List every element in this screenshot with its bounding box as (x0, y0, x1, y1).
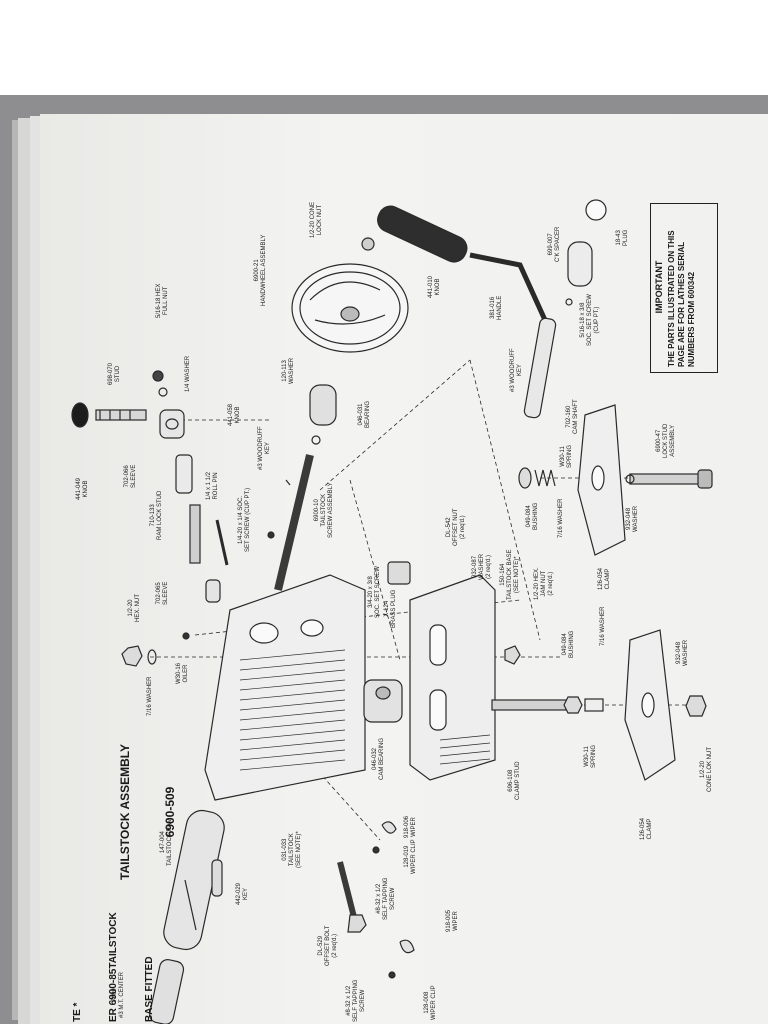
part-label-washer-4: 932-048 WASHER (676, 639, 689, 666)
footnote: TE * ER 6900-85TAILSTOCK BASE FITTED (48, 912, 168, 1022)
part-label-offset-nut: DL-542 OFFSET NUT (2 req'd.) (446, 508, 466, 546)
tailstock-ram-drawing (163, 809, 225, 951)
page-edge (12, 120, 20, 1020)
part-label-plug: 18-43 PLUG (616, 229, 629, 246)
tailstock-body-drawing (204, 574, 403, 801)
part-label-ram-lock-stud: 710-133 RAM LOCK STUD (150, 490, 163, 540)
part-label-lock-stud: 6900-47 LOCK STUD ASSEMBLY (656, 423, 676, 458)
part-label-washer-1: 120-113 WASHER (282, 357, 295, 384)
part-label-set-screw: 1/4-20 x 1/4 SOC. SET SCREW (CUP PT.) (238, 487, 251, 552)
part-label-spacer: 699-007 C'K SPACER (548, 226, 561, 262)
part-label-soc-set-screw-2: 5/16-18 x 3/8 SOC. SET SCREW (CUP PT.) (580, 294, 600, 346)
important-notice: IMPORTANT THE PARTS ILLUSTRATED ON THIS … (650, 203, 718, 373)
axis-line (319, 359, 471, 491)
handle-drawing (361, 205, 557, 419)
tailstock-base-drawing (387, 561, 521, 781)
part-label-wiper-clip-1: 128-019 WIPER CLIP (404, 839, 417, 874)
part-label-handwheel: 6900-21 HANDWHEEL ASSEMBLY (254, 234, 267, 306)
footnote-line1: TE * (72, 1002, 83, 1022)
wiper-drawing (372, 821, 415, 979)
part-label-cam-bearing: 046-032 CAM BEARING (372, 737, 385, 780)
part-label-self-tapping-1: #8-32 x 1/2 SELF TAPPING SCREW (376, 877, 396, 920)
axis-line (349, 479, 401, 661)
upper-clamp-drawing (518, 404, 713, 556)
part-label-knob: 441-049 KNOB (76, 477, 89, 500)
part-label-tailstock-screw: 6900-10 TAILSTOCK SCREW ASSEMBLY (314, 482, 334, 538)
part-label-hex-nut-1: 1/2-20 HEX. NUT (128, 593, 141, 622)
part-label-sleeve-1: 702-066 SLEEVE (124, 464, 137, 488)
part-label-bearing: 046-031 BEARING (358, 400, 371, 428)
part-label-wiper-1: 918-006 WIPER (404, 815, 417, 838)
part-label-wiper-2: 918-005 WIPER (446, 909, 459, 932)
offset-bolt-drawing (337, 861, 367, 933)
part-label-tailstock-ram: 147-004 TAILSTOCK RAM (160, 818, 173, 866)
hex-nut-drawing (121, 632, 190, 667)
part-label-hex-full-nut: 5/16-18 HEX FULL NUT (156, 283, 169, 318)
part-label-washer-7-16-3: 7/16 WASHER (600, 606, 606, 646)
notice-heading: IMPORTANT (654, 260, 664, 314)
part-label-roll-pin: 1/4 x 1 1/2 ROLL PIN (206, 471, 219, 500)
part-label-wiper-clip-2: 128-008 WIPER CLIP (424, 985, 437, 1020)
part-label-washer-7-16-2: 7/16 WASHER (558, 498, 564, 538)
part-label-brass-plug: X-124 BRASS PLUG (384, 589, 397, 628)
footnote-line3: BASE FITTED (144, 956, 155, 1022)
part-label-washer-7-16-1: 7/16 WASHER (147, 676, 153, 716)
part-label-knob-2: 441-058 KNOB (228, 403, 241, 426)
clamp-stud-drawing (491, 629, 707, 781)
part-label-cam-shaft: 702-160 CAM SHAFT (566, 399, 579, 434)
spacer-drawing (565, 199, 607, 306)
part-label-cone-lok-nut: 1/2-20 CONE LOK NUT (700, 746, 713, 792)
part-label-bushing-1: 049-084 BUSHING (526, 502, 539, 530)
knob-drawing (71, 402, 147, 428)
notice-text: THE PARTS ILLUSTRATED ON THIS PAGE ARE F… (667, 230, 696, 367)
part-label-clamp-2: 126-054 CLAMP (640, 817, 653, 840)
part-label-tailstock: 031-033 TAILSTOCK (SEE NOTE)* (282, 831, 302, 868)
part-label-spring-1: W30-11 SPRING (560, 444, 573, 468)
page-title: TAILSTOCK ASSEMBLY 6900-509 (88, 744, 193, 880)
handwheel-drawing (291, 263, 409, 353)
part-label-hex-jam-nut: 1/2-20 HEX. JAM NUT (2 req'd.) (534, 567, 554, 600)
part-label-washer-3: 932-087 WASHER (2 req'd.) (472, 553, 492, 580)
part-label-woodruff-key-1: #3 WOODRUFF KEY (258, 426, 271, 470)
part-label-clamp-1: 126-054 CLAMP (598, 567, 611, 590)
part-label-stud: 698-070 STUD (108, 362, 121, 385)
part-label-soc-set-screw-3: 3/4-20 x 3/8 SOC. SET SCREW (368, 566, 381, 618)
part-label-washer-quarter: 1/4 WASHER (185, 355, 191, 392)
axis-line (469, 359, 541, 641)
part-label-self-tapping-2: #8-32 x 1/2 SELF TAPPING SCREW (346, 979, 366, 1022)
sleeve-drawing (175, 454, 229, 603)
part-label-cone-lock-nut: 1/2-20 CONE LOCK NUT (310, 201, 323, 238)
part-label-oiler: W30-16 OILER (176, 662, 189, 684)
title-main: TAILSTOCK ASSEMBLY (118, 743, 132, 880)
part-label-key: 442-029 KEY (236, 882, 249, 905)
part-label-bushing-2: 049-084 BUSHING (562, 630, 575, 658)
part-label-offset-bolt: DL-529 OFFSET BOLT (2 req'd.) (318, 925, 338, 966)
part-label-spring-2: W30-11 SPRING (584, 744, 597, 768)
tailstock-screw-drawing (267, 384, 337, 591)
part-label-tailstock-base: 150-164 TAILSTOCK BASE (SEE NOTE)* (500, 549, 520, 600)
part-label-sleeve-2: 702-065 SLEEVE (156, 581, 169, 605)
part-label-mt-center: 7609 #3 M.T. CENTER (112, 971, 125, 1018)
top-margin (0, 0, 768, 95)
part-label-handle: 381-016 HANDLE (490, 295, 503, 320)
part-label-woodruff-key-2: #3 WOODRUFF KEY (510, 348, 523, 392)
center-drawing (149, 959, 185, 1024)
part-label-washer-2: 932-048 WASHER (626, 505, 639, 532)
knob-2-drawing (152, 370, 185, 439)
part-label-clamp-stud: 696-108 CLAMP STUD (508, 761, 521, 800)
part-label-knob-3: 441-010 KNOB (428, 275, 441, 298)
